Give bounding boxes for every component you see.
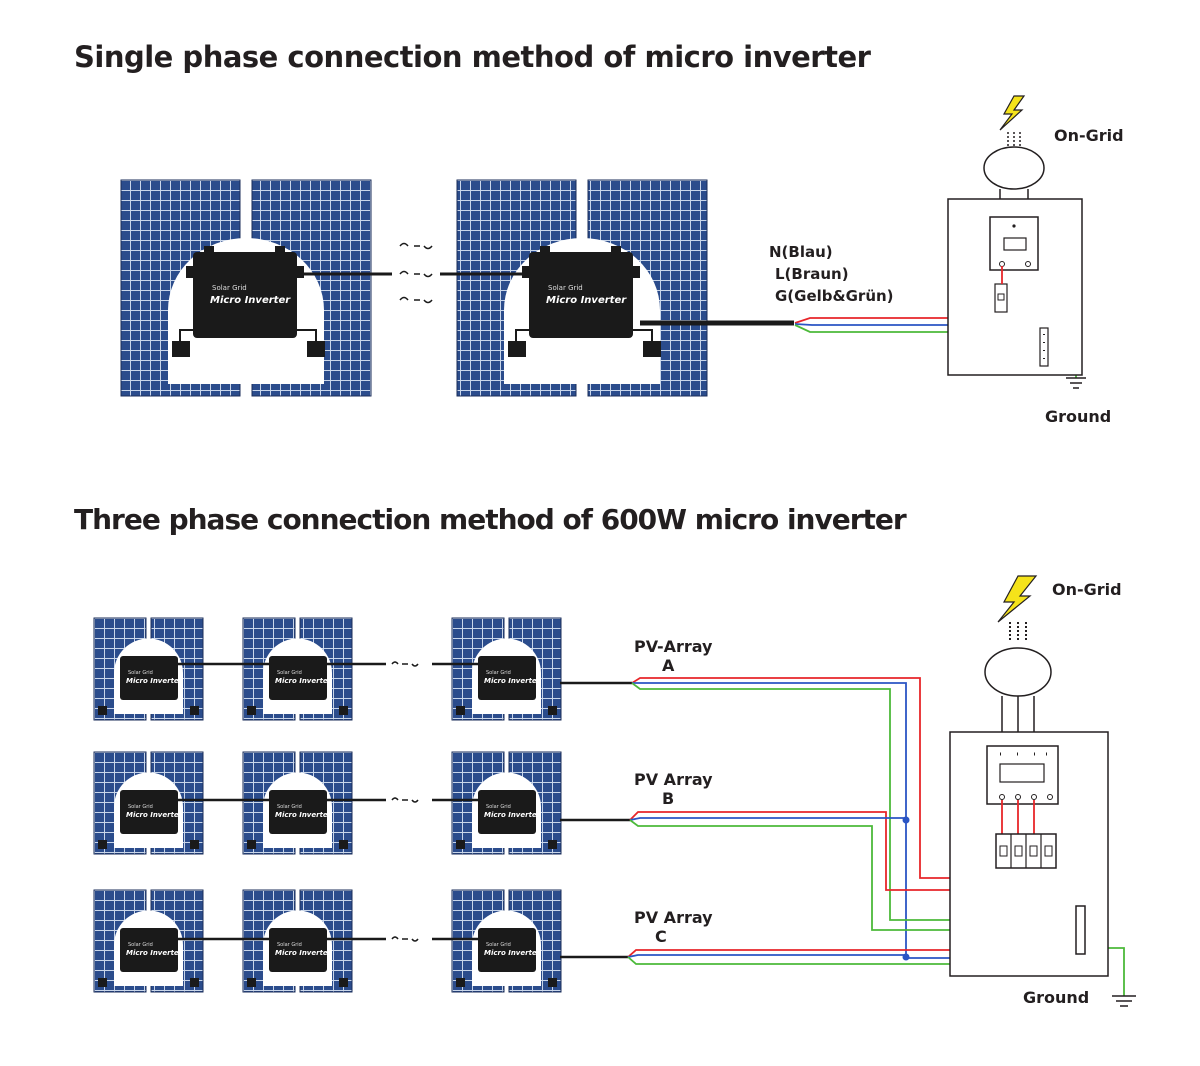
utility-meter: [983, 146, 1045, 190]
inverter-label: Micro Inverter: [275, 811, 332, 819]
inverter-label: Micro Inverter: [126, 949, 183, 957]
ground-symbol-icon: [1066, 377, 1086, 389]
inverter-label: Micro Inverter: [126, 677, 183, 685]
energy-meter: [989, 216, 1039, 271]
inverter-label: Micro Inverter: [546, 295, 627, 306]
inverter-label: Micro Inverter: [484, 811, 541, 819]
pv-array-a-label: PV-Array: [634, 637, 713, 656]
ground-bar: [1039, 327, 1049, 367]
solar-unit: Solar Grid Micro Inverter: [93, 889, 204, 993]
wire-label-live: L(Braun): [775, 265, 849, 283]
on-grid-label: On-Grid: [1052, 580, 1122, 599]
grid-connection: [947, 95, 1086, 389]
ground-symbol-icon: [1112, 995, 1136, 1007]
inverter-label: Micro Inverter: [210, 295, 291, 306]
solar-unit: Solar Grid Micro Inverter: [93, 751, 204, 855]
single-phase-section: Solar Grid Micro Inverter Solar Grid Mic…: [120, 95, 1124, 426]
inverter-brand: Solar Grid: [277, 670, 302, 676]
ground-bar: [1075, 905, 1086, 955]
inverter-brand: Solar Grid: [486, 670, 511, 676]
pv-array-b-label: PV Array: [634, 770, 713, 789]
inverter-brand: Solar Grid: [128, 670, 153, 676]
ground-label: Ground: [1023, 988, 1089, 1007]
three-phase-title: Three phase connection method of 600W mi…: [74, 503, 907, 536]
solar-unit: Solar Grid Micro Inverter: [242, 751, 353, 855]
inverter-brand: Solar Grid: [128, 804, 153, 810]
utility-meter: [984, 647, 1052, 697]
inverter-label: Micro Inverter: [275, 949, 332, 957]
three-phase-section: Solar Grid Micro Inverter Solar Grid Mic…: [93, 575, 1136, 1007]
inverter-brand: Solar Grid: [212, 284, 247, 292]
inverter-label: Micro Inverter: [275, 677, 332, 685]
lightning-bolt-icon: [997, 575, 1038, 623]
solar-unit: Solar Grid Micro Inverter: [451, 751, 562, 855]
pv-array-c-label: PV Array: [634, 908, 713, 927]
circuit-breaker: [994, 283, 1008, 313]
ac-trunk-cable: [304, 242, 794, 326]
pv-array-b-letter: B: [662, 789, 674, 808]
junction-dot: [902, 953, 910, 961]
pv-array-a: Solar Grid Micro Inverter Solar Grid Mic…: [93, 617, 632, 721]
on-grid-label: On-Grid: [1054, 126, 1124, 145]
wire-label-ground: G(Gelb&Grün): [775, 287, 894, 305]
inverter-brand: Solar Grid: [486, 942, 511, 948]
lightning-bolt-icon: [999, 95, 1026, 131]
inverter-brand: Solar Grid: [277, 942, 302, 948]
micro-inverter-1: Solar Grid Micro Inverter: [172, 246, 325, 357]
inverter-brand: Solar Grid: [548, 284, 583, 292]
inverter-label: Micro Inverter: [484, 949, 541, 957]
micro-inverter-2: Solar Grid Micro Inverter: [508, 246, 661, 357]
solar-unit: Solar Grid Micro Inverter: [451, 617, 562, 721]
inverter-brand: Solar Grid: [277, 804, 302, 810]
single-phase-title: Single phase connection method of micro …: [74, 40, 871, 74]
inverter-label: Micro Inverter: [484, 677, 541, 685]
energy-meter: [986, 745, 1059, 805]
solar-unit: Solar Grid Micro Inverter: [451, 889, 562, 993]
solar-unit: Solar Grid Micro Inverter: [242, 617, 353, 721]
inverter-brand: Solar Grid: [128, 942, 153, 948]
three-phase-breaker: [995, 833, 1057, 869]
inverter-label: Micro Inverter: [126, 811, 183, 819]
solar-array-2: [456, 179, 708, 397]
pv-array-a-letter: A: [662, 656, 675, 675]
pv-array-c: Solar Grid Micro Inverter Solar Grid Mic…: [93, 889, 628, 993]
grid-connection-three-phase: [949, 575, 1136, 1007]
pv-array-c-letter: C: [655, 927, 667, 946]
wire-label-neutral: N(Blau): [769, 243, 833, 261]
solar-unit: Solar Grid Micro Inverter: [93, 617, 204, 721]
junction-dot: [902, 816, 910, 824]
ground-label: Ground: [1045, 407, 1111, 426]
inverter-brand: Solar Grid: [486, 804, 511, 810]
pv-array-b: Solar Grid Micro Inverter Solar Grid Mic…: [93, 751, 630, 855]
solar-unit: Solar Grid Micro Inverter: [242, 889, 353, 993]
